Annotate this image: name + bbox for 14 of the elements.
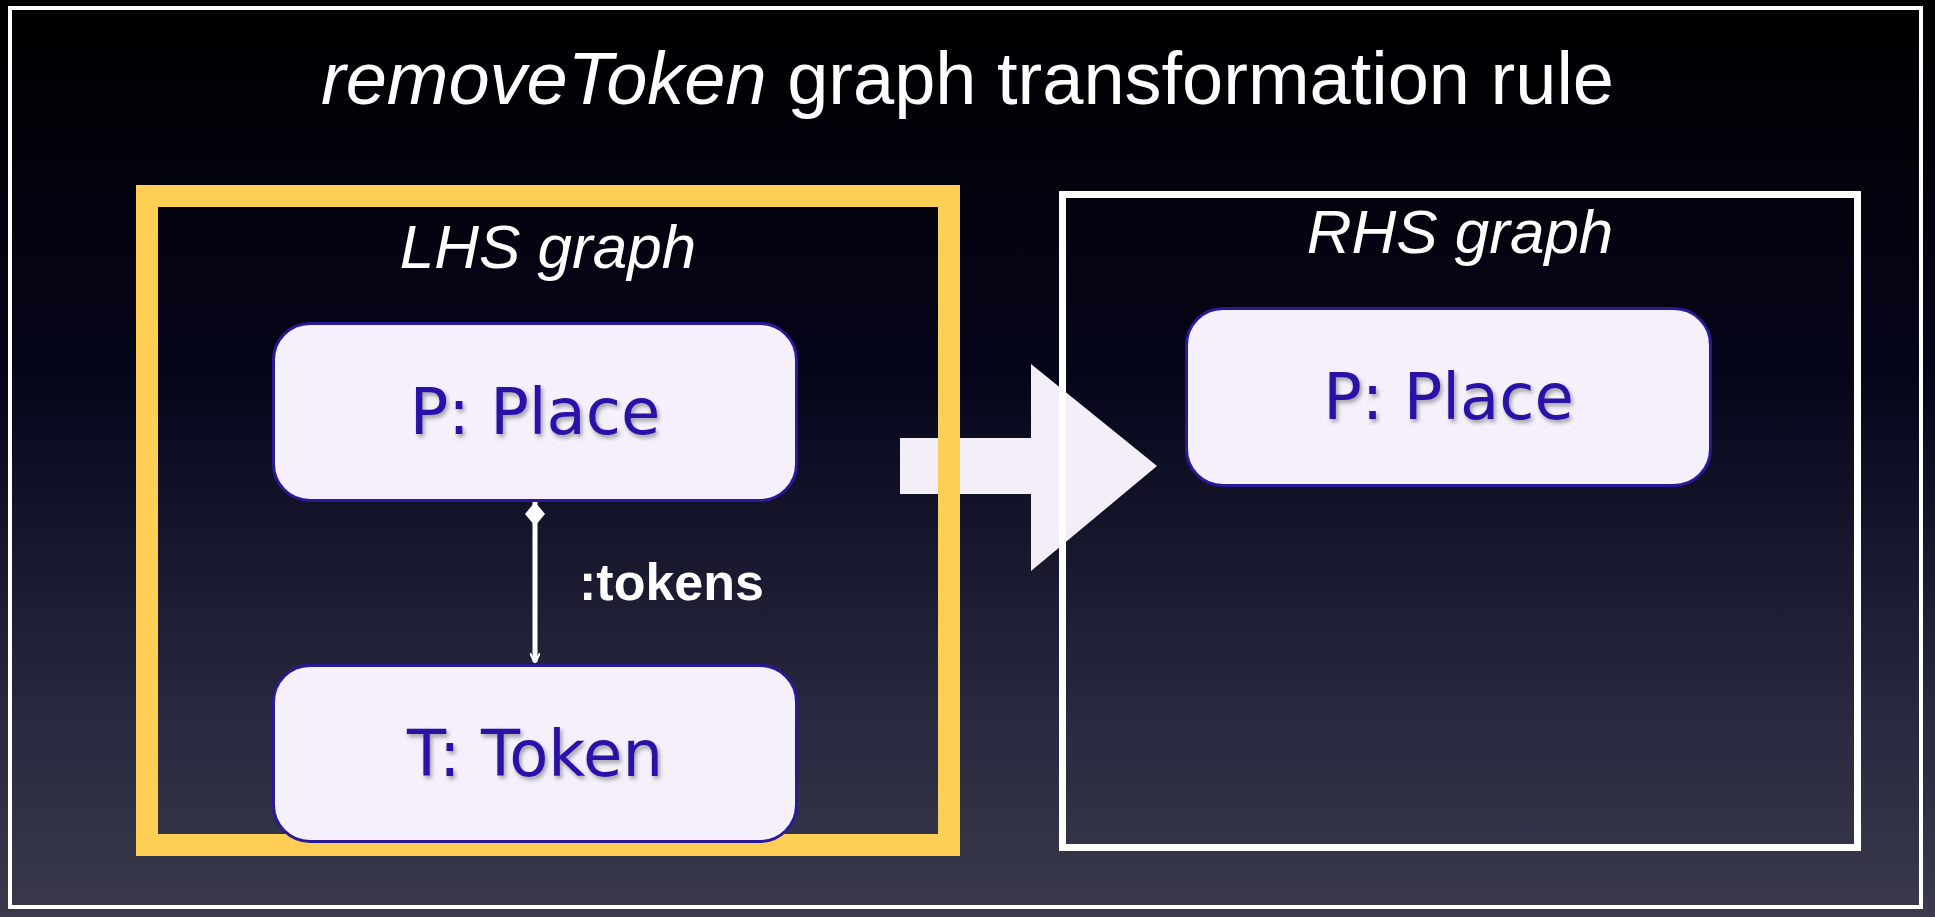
transformation-arrow bbox=[900, 364, 1157, 571]
object-node bbox=[1185, 307, 1712, 487]
node-label: P: Place bbox=[409, 375, 661, 449]
graph-heading: RHS graph bbox=[1305, 196, 1615, 267]
node-label: P: Place bbox=[1323, 360, 1574, 434]
edge-label: :tokens bbox=[579, 552, 764, 612]
rhs-graph-box bbox=[1059, 191, 1861, 851]
node-label: T: Token bbox=[406, 716, 664, 791]
graph-heading: LHS graph bbox=[398, 211, 698, 282]
lhs-graph-box bbox=[136, 185, 960, 856]
association-arrow bbox=[525, 502, 545, 664]
slide-title: removeToken graph transformation rule bbox=[320, 36, 1615, 121]
object-node bbox=[272, 664, 798, 843]
object-node bbox=[272, 322, 798, 502]
